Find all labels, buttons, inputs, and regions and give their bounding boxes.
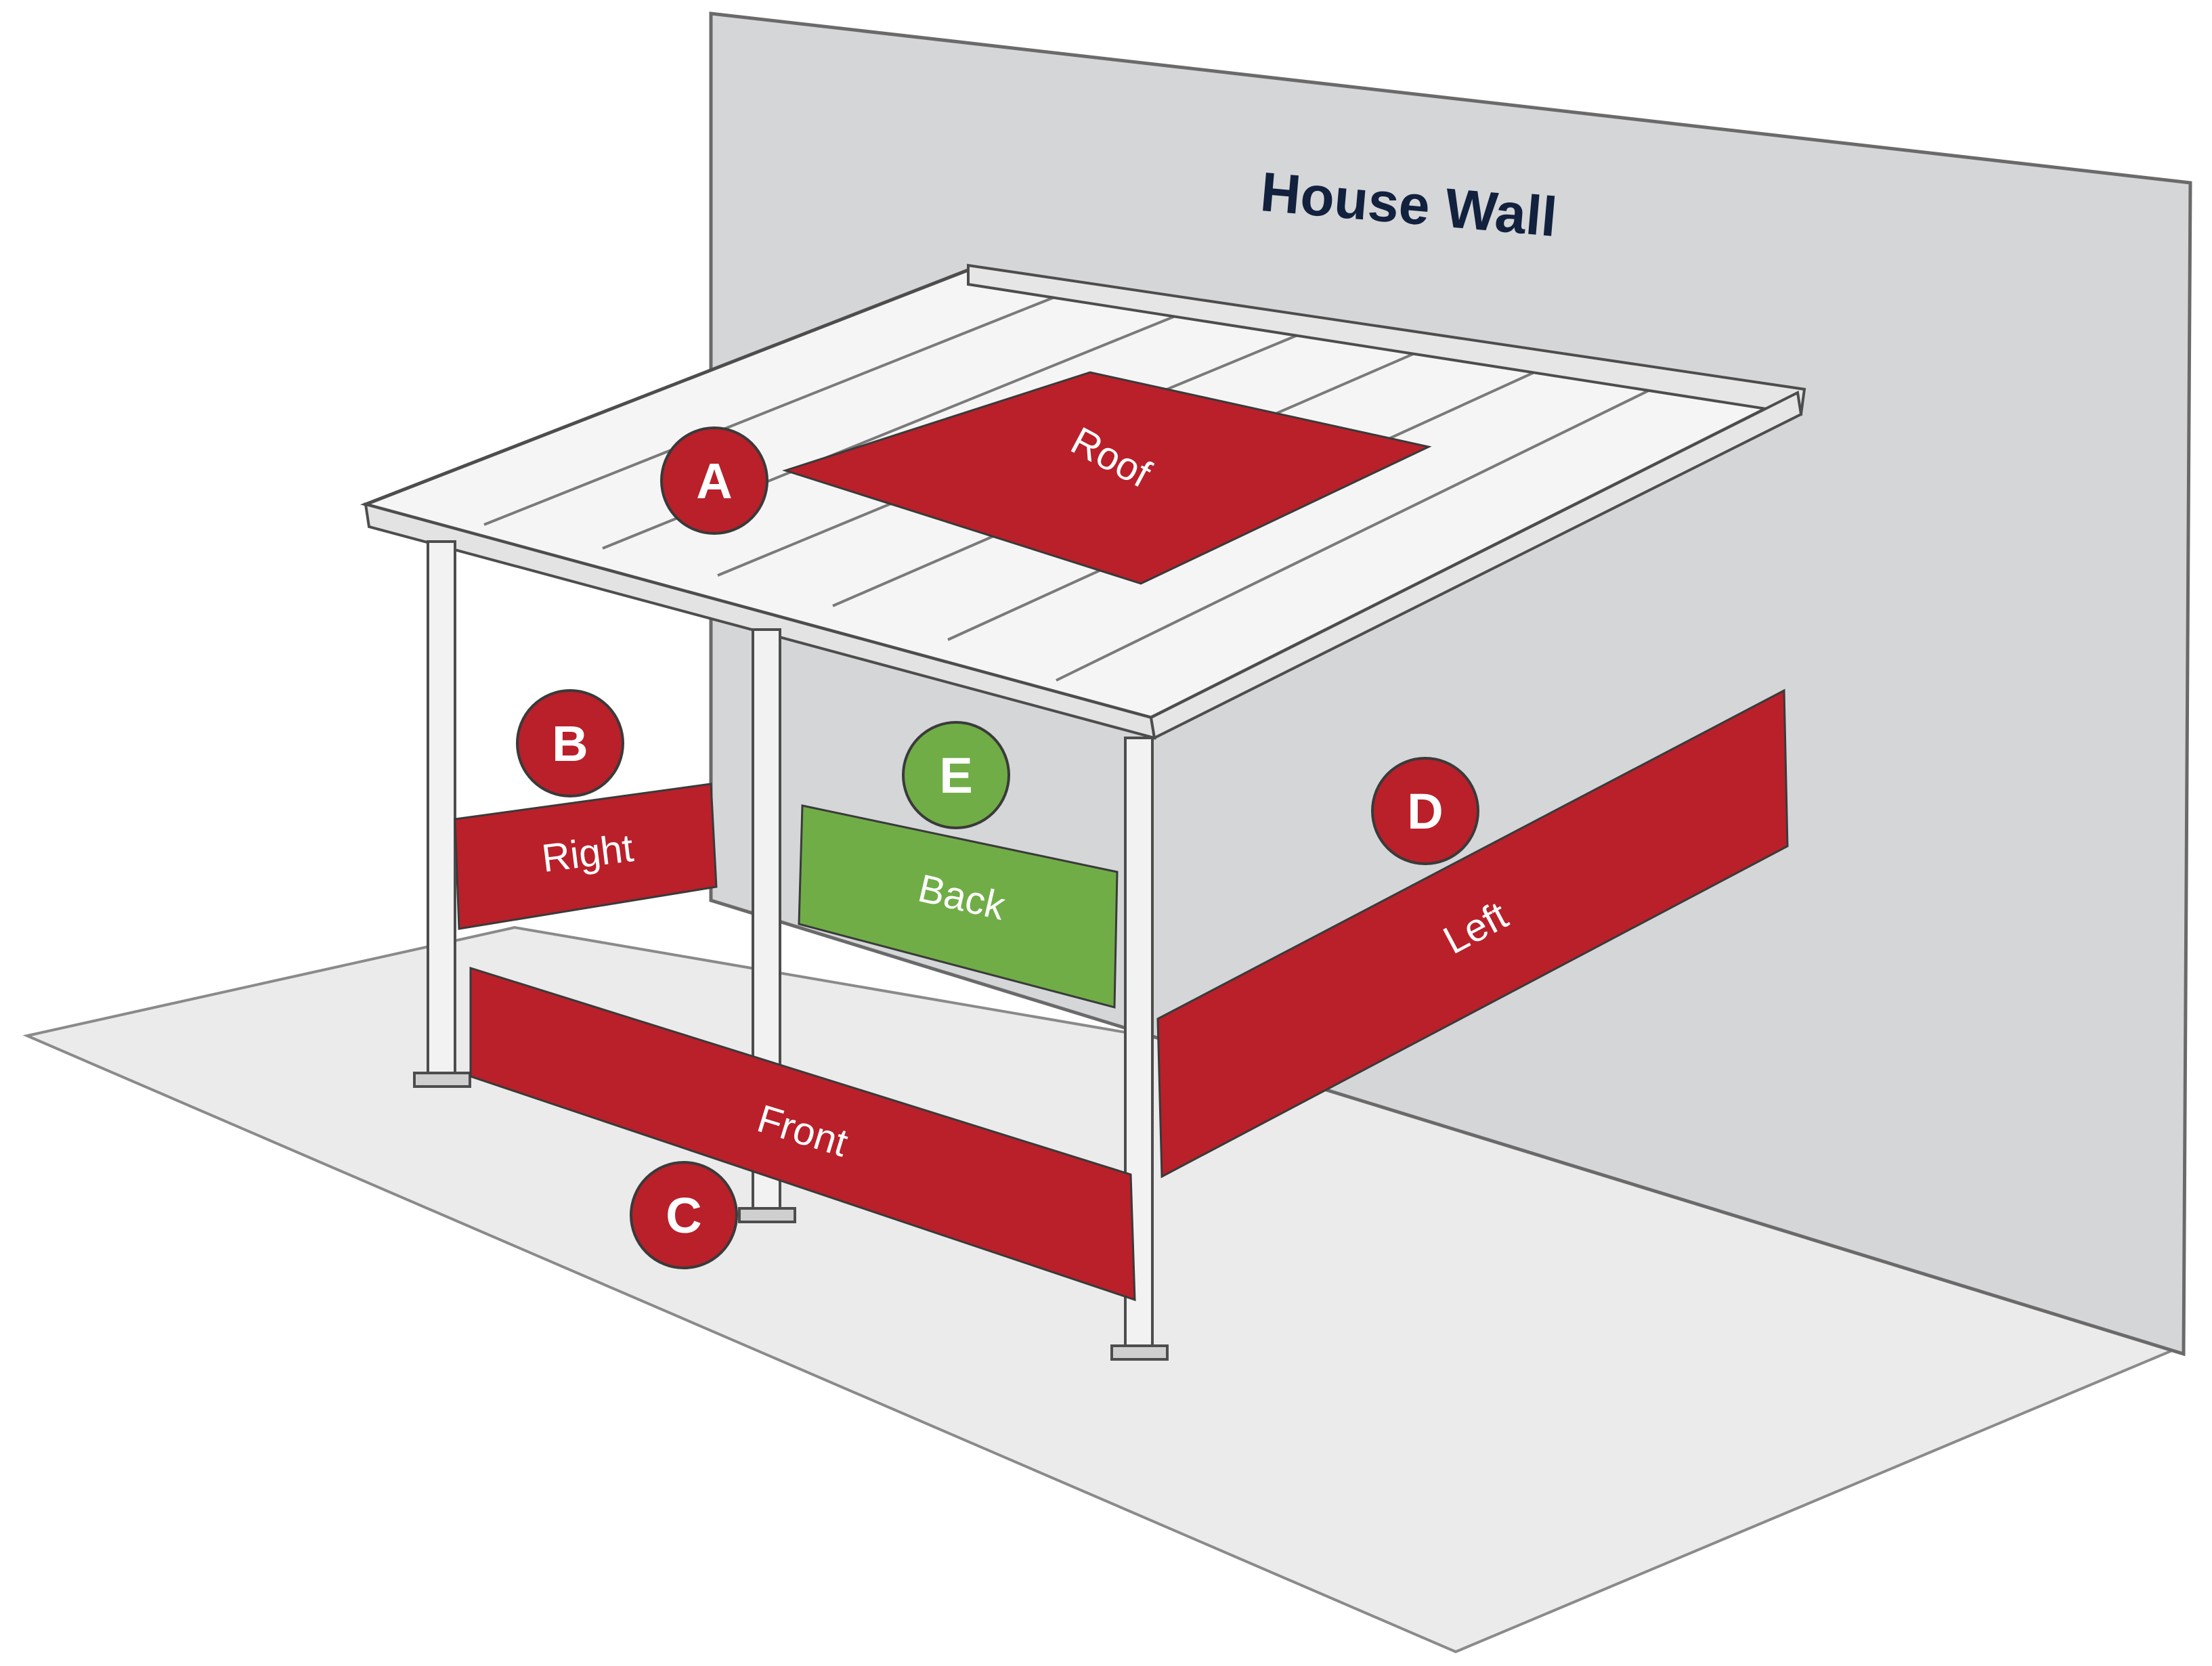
left-panel	[1156, 688, 1789, 1179]
back-badge-letter: E	[939, 747, 972, 804]
post-foot	[738, 1207, 796, 1223]
badges-layer: A B C D E	[516, 426, 1479, 1269]
front-badge-letter: C	[666, 1187, 701, 1244]
side-beam	[1149, 390, 1803, 741]
left-badge	[1371, 757, 1479, 865]
left-badge-letter: D	[1407, 783, 1443, 839]
posts	[427, 540, 1154, 1349]
roof-badge-letter: A	[696, 453, 732, 509]
roof-badge	[660, 426, 768, 535]
right-badge	[516, 689, 624, 797]
post-foot	[413, 1072, 471, 1088]
front-panel	[469, 966, 1136, 1302]
front-badge	[630, 1161, 738, 1269]
right-panel	[454, 783, 718, 930]
post-foot	[1110, 1344, 1169, 1361]
post-feet	[413, 1072, 1169, 1361]
right-badge-letter: B	[552, 716, 588, 772]
post-front-left	[427, 540, 456, 1078]
back-badge	[902, 721, 1010, 829]
back-panel	[798, 804, 1119, 1009]
roof-panel	[782, 371, 1432, 585]
